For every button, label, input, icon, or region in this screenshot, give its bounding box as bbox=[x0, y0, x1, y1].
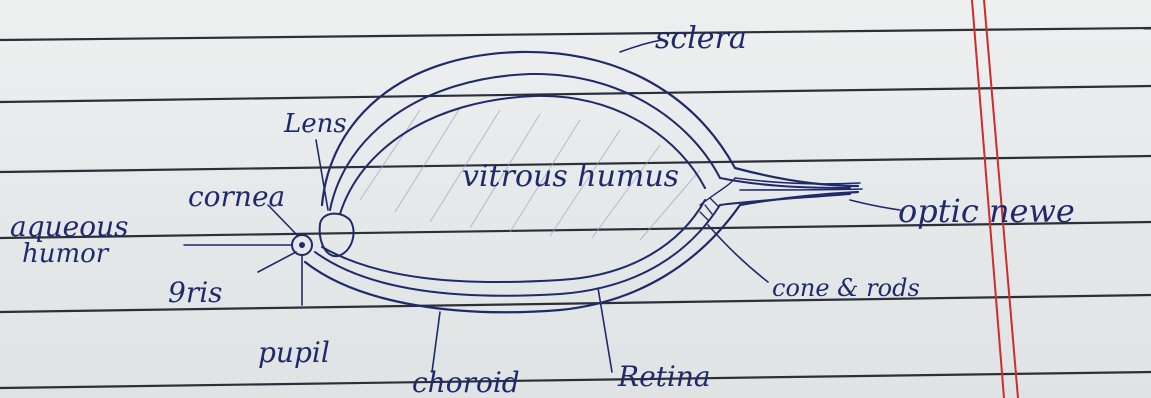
label-pupil: pupil bbox=[258, 336, 330, 369]
pointer-lines bbox=[184, 40, 900, 372]
rule-line bbox=[0, 372, 1151, 388]
label-cone-rods: cone & rods bbox=[772, 274, 920, 302]
optic-nerve-shape bbox=[700, 178, 862, 205]
iris-pointer bbox=[258, 252, 296, 272]
lens-shape bbox=[320, 214, 354, 257]
choroid-layer-bottom bbox=[315, 194, 850, 296]
label-aqueous-line2: humor bbox=[22, 239, 110, 269]
optic-nerve-pointer bbox=[850, 200, 900, 210]
cone-rods-marks bbox=[700, 198, 718, 220]
label-choroid: choroid bbox=[412, 366, 520, 398]
retina-layer-bottom bbox=[322, 200, 705, 282]
rule-line bbox=[0, 28, 1151, 40]
pupil-dot bbox=[299, 242, 305, 248]
label-iris: 9ris bbox=[168, 276, 223, 309]
retina-layer bbox=[340, 96, 705, 214]
label-cornea: cornea bbox=[188, 180, 285, 213]
label-vitreous: vitrous humus bbox=[462, 159, 679, 194]
choroid-pointer bbox=[432, 312, 440, 372]
label-sclera: sclera bbox=[655, 21, 747, 56]
label-retina: Retina bbox=[617, 360, 711, 393]
label-lens: Lens bbox=[283, 109, 347, 139]
label-optic-nerve: optic newe bbox=[898, 192, 1075, 230]
